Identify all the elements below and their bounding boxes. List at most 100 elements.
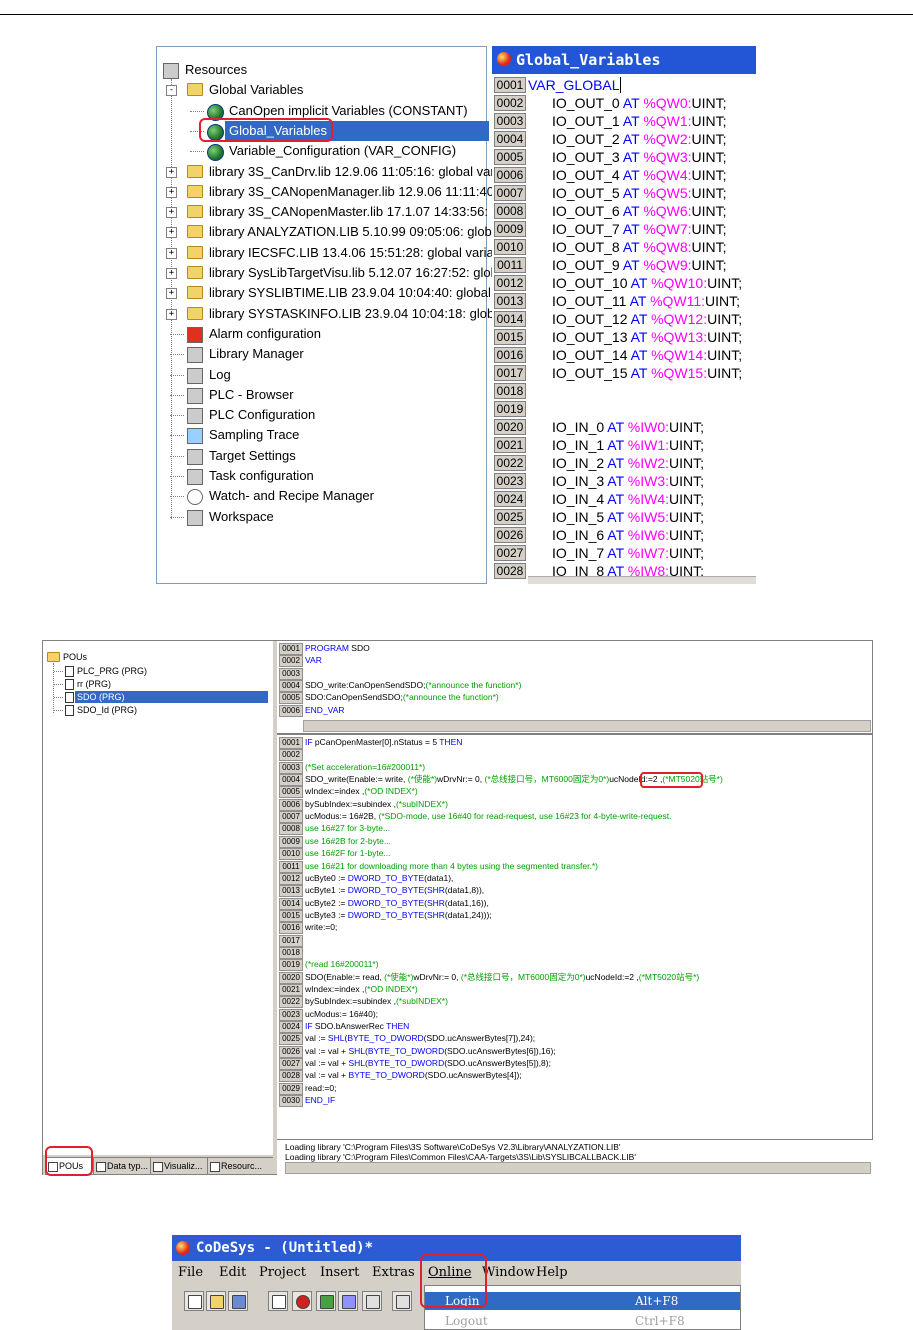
pou-item[interactable]: rr (PRG) (43, 678, 268, 690)
tree-item[interactable]: +library ANALYZATION.LIB 5.10.99 09:05:0… (157, 222, 499, 242)
tab-icon (48, 1162, 58, 1172)
menu-extras[interactable]: Extras (372, 1265, 415, 1280)
tree-item[interactable]: Global_Variables (157, 120, 489, 141)
menu-item-shortcut: Ctrl+F8 (635, 1314, 685, 1328)
keyword: AT (622, 167, 644, 183)
run-button[interactable] (316, 1291, 336, 1311)
menu-file[interactable]: File (178, 1265, 204, 1280)
menu-edit[interactable]: Edit (219, 1265, 247, 1280)
code-text: wIndex:=index , (305, 786, 365, 797)
line-number: 0010 (494, 239, 526, 255)
pou-item[interactable]: SDO_Id (PRG) (43, 704, 268, 716)
variable-name: IO_IN_1 (552, 437, 608, 453)
tree-item-label: library IECSFC.LIB 13.4.06 15:51:28: glo… (209, 244, 501, 260)
network-alt-button[interactable] (392, 1291, 412, 1311)
open-folder-button[interactable] (206, 1291, 226, 1311)
tree-item[interactable]: +library 3S_CanDrv.lib 12.9.06 11:05:16:… (157, 162, 498, 182)
tree-item[interactable]: PLC - Browser (157, 385, 487, 405)
address: %IW7: (627, 545, 669, 561)
expand-toggle-icon[interactable]: - (166, 85, 177, 97)
tree-item[interactable]: +library SysLibTargetVisu.lib 5.12.07 16… (157, 263, 498, 283)
code-line: read:=0; (305, 1082, 336, 1094)
network-button[interactable] (362, 1291, 382, 1311)
menu-help[interactable]: Help (536, 1265, 568, 1280)
tree-item[interactable]: Variable_Configuration (VAR_CONFIG) (157, 141, 487, 162)
variable-name: IO_IN_0 (552, 419, 608, 435)
expand-toggle-icon[interactable]: + (166, 308, 177, 320)
tree-item[interactable]: + library IECSFC.LIB 13.4.06 15:51:28: gl… (157, 243, 501, 263)
expand-toggle-icon[interactable]: + (166, 227, 177, 239)
tree-item[interactable]: +library 3S_CANopenMaster.lib 17.1.07 14… (157, 202, 499, 222)
code-line: IF pCanOpenMaster[0].nStatus = 5 THEN (305, 736, 462, 748)
menu-online[interactable]: Online (428, 1265, 472, 1280)
expand-toggle-icon[interactable]: + (166, 268, 177, 279)
code-text: write:=0; (305, 922, 338, 933)
type-name: UINT; (691, 257, 727, 273)
code-line: val := SHL(BYTE_TO_DWORD(SDO.ucAnswerByt… (305, 1032, 535, 1044)
stop-button[interactable] (292, 1291, 312, 1311)
tab-1[interactable]: Data typ... (93, 1157, 163, 1175)
expand-toggle-icon[interactable]: + (166, 166, 177, 178)
watch-icon (187, 489, 203, 506)
code-text: wIndex:=index , (305, 984, 365, 994)
step-button[interactable] (338, 1291, 358, 1311)
decl-horizontal-scrollbar[interactable] (303, 720, 871, 732)
expand-toggle-icon[interactable]: + (166, 288, 177, 300)
code-line: IF SDO.bAnswerRec THEN (305, 1020, 409, 1032)
globe-icon (207, 103, 224, 121)
menu-project[interactable]: Project (259, 1265, 307, 1280)
tree-item[interactable]: Workspace (157, 507, 487, 527)
tree-item[interactable]: +library SYSLIBTIME.LIB 23.9.04 10:04:40… (157, 283, 501, 303)
variable-name: IO_OUT_14 (552, 347, 631, 363)
variable-name: IO_IN_8 (552, 563, 608, 579)
tree-item[interactable]: Sampling Trace (157, 425, 487, 445)
tree-item[interactable]: Log (157, 365, 487, 385)
expand-toggle-icon[interactable]: + (166, 207, 177, 219)
type-name: UINT; (707, 329, 743, 345)
tab-2[interactable]: Visualiz... (150, 1157, 220, 1175)
log-icon (187, 367, 203, 384)
pou-item[interactable]: PLC_PRG (PRG) (43, 665, 268, 677)
tab-icon (96, 1162, 106, 1172)
tree-branch-line (170, 435, 184, 437)
tree-item[interactable]: Alarm configuration (157, 324, 487, 344)
comment: (*subINDEX*) (395, 798, 448, 809)
pou-item-label: SDO_Id (PRG) (77, 705, 138, 715)
expand-toggle-icon[interactable]: + (166, 186, 177, 198)
horizontal-scrollbar[interactable] (528, 576, 756, 584)
pou-item[interactable]: SDO (PRG) (54, 691, 268, 703)
new-file-button[interactable] (184, 1291, 204, 1311)
document-icon (65, 679, 74, 690)
tree-item[interactable]: Task configuration (157, 466, 487, 486)
tree-item[interactable]: -Global Variables (157, 80, 487, 100)
tree-item[interactable]: PLC Configuration (157, 405, 487, 425)
tab-3[interactable]: Resourc... (207, 1157, 280, 1175)
line-number: 0030 (279, 1095, 303, 1108)
panel-splitter[interactable] (273, 641, 277, 1174)
message-horizontal-scrollbar[interactable] (285, 1162, 871, 1174)
tree-item[interactable]: +library 3S_CANopenManager.lib 12.9.06 1… (157, 182, 498, 202)
line-number: 0003 (279, 761, 303, 774)
tree-item[interactable]: CanOpen implicit Variables (CONSTANT) (157, 101, 487, 121)
address: %QW1: (643, 113, 692, 129)
tree-item[interactable]: Library Manager (157, 344, 487, 364)
save-button[interactable] (228, 1291, 248, 1311)
compile-button[interactable] (268, 1291, 288, 1311)
line-number: 0018 (494, 383, 526, 399)
tree-item[interactable]: Resources (157, 60, 487, 80)
line-number: 0027 (494, 545, 526, 561)
expand-toggle-icon[interactable]: + (166, 247, 177, 259)
tree-item[interactable]: +library SYSTASKINFO.LIB 23.9.04 10:04:1… (157, 304, 501, 324)
menu-insert[interactable]: Insert (320, 1265, 360, 1280)
tree-item[interactable]: Target Settings (157, 446, 487, 466)
menu-window[interactable]: Window (482, 1265, 535, 1280)
keyword: AT (607, 455, 628, 471)
tree-item[interactable]: Watch- and Recipe Manager (157, 486, 487, 506)
variable-name: IO_OUT_9 (552, 257, 623, 273)
code-text: val := val + (305, 1070, 349, 1081)
